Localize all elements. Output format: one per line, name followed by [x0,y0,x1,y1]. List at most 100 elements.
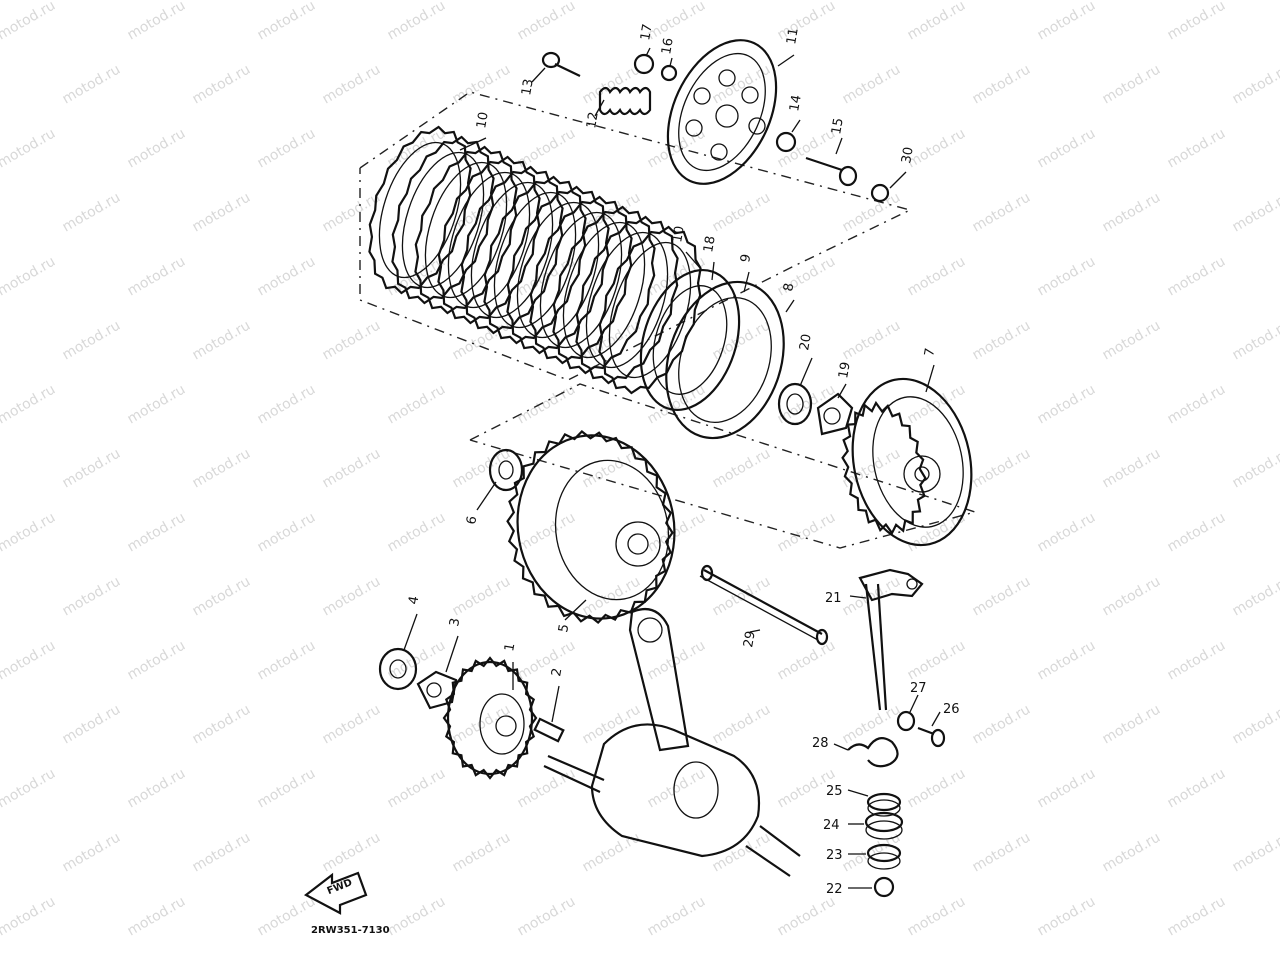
watermark-text: motod.ru [775,0,839,43]
callout-10-upper: 10 [474,111,492,130]
leader-line [645,47,651,57]
watermark-text: motod.ru [840,317,904,363]
watermark-text: motod.ru [515,509,579,555]
watermark-text: motod.ru [320,317,384,363]
watermark-text: motod.ru [645,0,709,43]
watermark-text: motod.ru [255,0,319,43]
washer-17 [633,53,655,75]
primary-driven-gear [841,377,973,547]
bearing-24 [864,811,904,833]
callout-23: 23 [826,848,843,863]
watermark-text: motod.ru [320,573,384,619]
collar-22 [873,876,895,898]
watermark-text: motod.ru [125,0,189,43]
watermark-text: motod.ru [515,765,579,811]
nut-16 [660,64,678,82]
spring-28 [847,737,899,768]
callout-19: 19 [836,361,854,380]
leader-line [849,595,867,599]
watermark-text: motod.ru [970,61,1034,107]
watermark-text: motod.ru [905,893,969,939]
watermark-text: motod.ru [320,701,384,747]
watermark-text: motod.ru [190,445,254,491]
leader-line [711,261,715,281]
leader-line [889,171,907,189]
primary-drive-parts [378,647,565,780]
watermark-text: motod.ru [255,509,319,555]
watermark-text: motod.ru [905,637,969,683]
watermark-text: motod.ru [60,829,124,875]
watermark-text: motod.ru [125,765,189,811]
watermark-text: motod.ru [515,381,579,427]
nut-4 [378,647,418,691]
watermark-text: motod.ru [190,61,254,107]
leader-line [833,743,849,751]
lock-washer-and-nut [777,382,854,436]
clutch-plate [598,225,702,395]
lever-bolt-washer-spring [847,710,946,768]
nut-14 [775,131,797,153]
leader-line [685,251,701,269]
watermark-text: motod.ru [970,573,1034,619]
watermark-text: motod.ru [1035,637,1099,683]
seal-25 [866,792,902,812]
watermark-text: motod.ru [1165,253,1229,299]
watermark-text: motod.ru [1165,509,1229,555]
callout-13: 13 [519,78,537,97]
watermark-text: motod.ru [645,893,709,939]
watermark-text: motod.ru [515,893,579,939]
callout-30: 30 [899,146,917,165]
watermark-text: motod.ru [710,61,774,107]
clutch-housing [506,429,676,625]
pressure-plate [666,39,778,185]
callout-labels: 1 2 3 4 5 6 7 8 9 10 10 11 12 13 14 15 1… [406,23,959,897]
watermark-text: motod.ru [580,829,644,875]
leader-line [551,685,560,723]
watermark-text: motod.ru [1165,765,1229,811]
watermark-text: motod.ru [255,637,319,683]
watermark-text: motod.ru [320,445,384,491]
callout-25: 25 [826,784,843,799]
watermark-text: motod.ru [1100,317,1164,363]
watermark-text: motod.ru [905,765,969,811]
ball-30 [870,183,890,203]
leader-line [799,357,813,387]
clutch-plate-stack [368,125,702,395]
watermark-text: motod.ru [515,637,579,683]
leader-line [669,57,673,67]
watermark-text: motod.ru [0,765,58,811]
leader-line [925,364,935,393]
watermark-text: motod.ru [190,573,254,619]
watermark-text: motod.ru [905,253,969,299]
watermark-text: motod.ru [255,125,319,171]
bearing-23 [866,843,902,863]
watermark-text: motod.ru [1100,445,1164,491]
push-rod [699,564,829,646]
watermark-text: motod.ru [0,893,58,939]
watermark-text: motod.ru [450,317,514,363]
leader-line [594,99,605,117]
watermark-text: motod.ru [60,189,124,235]
leader-line [909,694,919,713]
watermark-text: motod.ru [1035,253,1099,299]
callout-28: 28 [812,736,829,751]
watermark-text: motod.ru [1035,0,1099,43]
thrust-washer [488,448,524,492]
watermark-text: motod.ru [190,189,254,235]
watermark-text: motod.ru [0,637,58,683]
callout-10-lower: 10 [670,225,688,244]
watermark-text: motod.ru [1165,0,1229,43]
watermark-text: motod.ru [1035,509,1099,555]
watermark-text: motod.ru [645,509,709,555]
watermark-text: motod.ru [0,0,58,43]
watermark-text: motod.ru [580,701,644,747]
callout-5: 5 [556,623,572,634]
watermark-text: motod.ru [1035,125,1099,171]
watermark-text: motod.ru [125,253,189,299]
callout-15: 15 [829,117,847,136]
watermark-text: motod.ru [255,253,319,299]
leader-line [743,271,750,293]
callout-4: 4 [406,595,422,606]
watermark-text: motod.ru [1230,701,1280,747]
